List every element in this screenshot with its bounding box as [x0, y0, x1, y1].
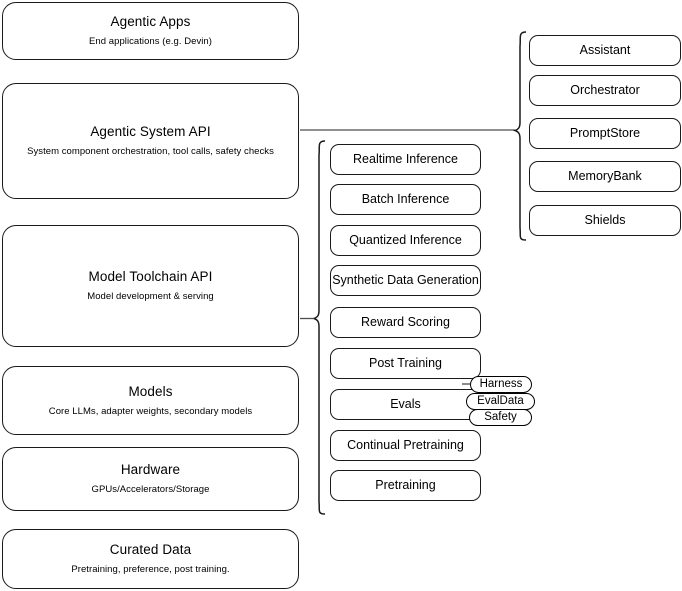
layer-title: Model Toolchain API	[88, 269, 213, 285]
toolchain-item-batch-inference[interactable]: Batch Inference	[330, 184, 481, 215]
layer-subtitle: GPUs/Accelerators/Storage	[91, 484, 210, 495]
system-item-label: MemoryBank	[568, 168, 642, 183]
layer-subtitle: Model development & serving	[87, 291, 214, 302]
toolchain-item-continual-pretraining[interactable]: Continual Pretraining	[330, 430, 481, 461]
layer-box-hardware[interactable]: Hardware GPUs/Accelerators/Storage	[2, 447, 299, 511]
toolchain-item-label: Quantized Inference	[349, 232, 462, 247]
toolchain-item-label: Post Training	[369, 355, 442, 370]
layer-subtitle: System component orchestration, tool cal…	[27, 146, 274, 157]
system-item-memorybank[interactable]: MemoryBank	[529, 161, 681, 192]
layer-subtitle: Core LLMs, adapter weights, secondary mo…	[48, 405, 253, 417]
toolchain-item-evals[interactable]: Evals	[330, 389, 481, 420]
toolchain-item-quantized-inference[interactable]: Quantized Inference	[330, 225, 481, 256]
system-item-label: Assistant	[579, 42, 631, 57]
layer-box-agentic-system-api[interactable]: Agentic System API System component orch…	[2, 83, 299, 199]
layer-box-model-toolchain-api[interactable]: Model Toolchain API Model development & …	[2, 225, 299, 347]
toolchain-item-post-training[interactable]: Post Training	[330, 348, 481, 379]
toolchain-item-reward-scoring[interactable]: Reward Scoring	[330, 307, 481, 338]
system-item-promptstore[interactable]: PromptStore	[529, 118, 681, 149]
layer-title: Agentic Apps	[110, 14, 191, 30]
eval-pill-safety[interactable]: Safety	[469, 409, 532, 426]
eval-pill-label: Harness	[479, 377, 523, 390]
layer-subtitle: End applications (e.g. Devin)	[89, 36, 212, 47]
toolchain-item-label: Batch Inference	[361, 191, 450, 206]
system-item-label: Orchestrator	[570, 82, 640, 97]
eval-pill-label: Safety	[484, 410, 517, 423]
brace-toolchain-capabilities	[311, 140, 326, 515]
layer-box-models[interactable]: Models Core LLMs, adapter weights, secon…	[2, 366, 299, 435]
toolchain-item-label: Continual Pretraining	[347, 437, 464, 452]
toolchain-item-label: Reward Scoring	[361, 314, 450, 329]
toolchain-item-realtime-inference[interactable]: Realtime Inference	[330, 144, 481, 175]
layer-subtitle: Pretraining, preference, post training.	[71, 564, 230, 575]
toolchain-item-label: Pretraining	[375, 477, 436, 492]
brace-system-components	[512, 31, 527, 241]
layer-box-curated-data[interactable]: Curated Data Pretraining, preference, po…	[2, 529, 299, 589]
system-item-orchestrator[interactable]: Orchestrator	[529, 75, 681, 106]
system-item-label: Shields	[584, 212, 626, 227]
system-item-shields[interactable]: Shields	[529, 205, 681, 236]
eval-pill-harness[interactable]: Harness	[470, 376, 532, 393]
eval-pill-evaldata[interactable]: EvalData	[466, 393, 535, 410]
system-item-label: PromptStore	[569, 125, 641, 140]
toolchain-item-pretraining[interactable]: Pretraining	[330, 470, 481, 501]
eval-pill-label: EvalData	[477, 394, 524, 407]
layer-box-agentic-apps[interactable]: Agentic Apps End applications (e.g. Devi…	[2, 2, 299, 60]
system-item-assistant[interactable]: Assistant	[529, 35, 681, 66]
toolchain-item-label: Realtime Inference	[353, 151, 458, 166]
toolchain-item-label: Synthetic Data Generation	[332, 272, 479, 287]
layer-title: Curated Data	[109, 542, 192, 558]
toolchain-item-label: Evals	[390, 396, 421, 411]
toolchain-item-synthetic-data-generation[interactable]: Synthetic Data Generation	[330, 265, 481, 296]
layer-title: Models	[128, 383, 173, 399]
layer-title: Agentic System API	[90, 124, 211, 140]
layer-title: Hardware	[120, 462, 181, 478]
